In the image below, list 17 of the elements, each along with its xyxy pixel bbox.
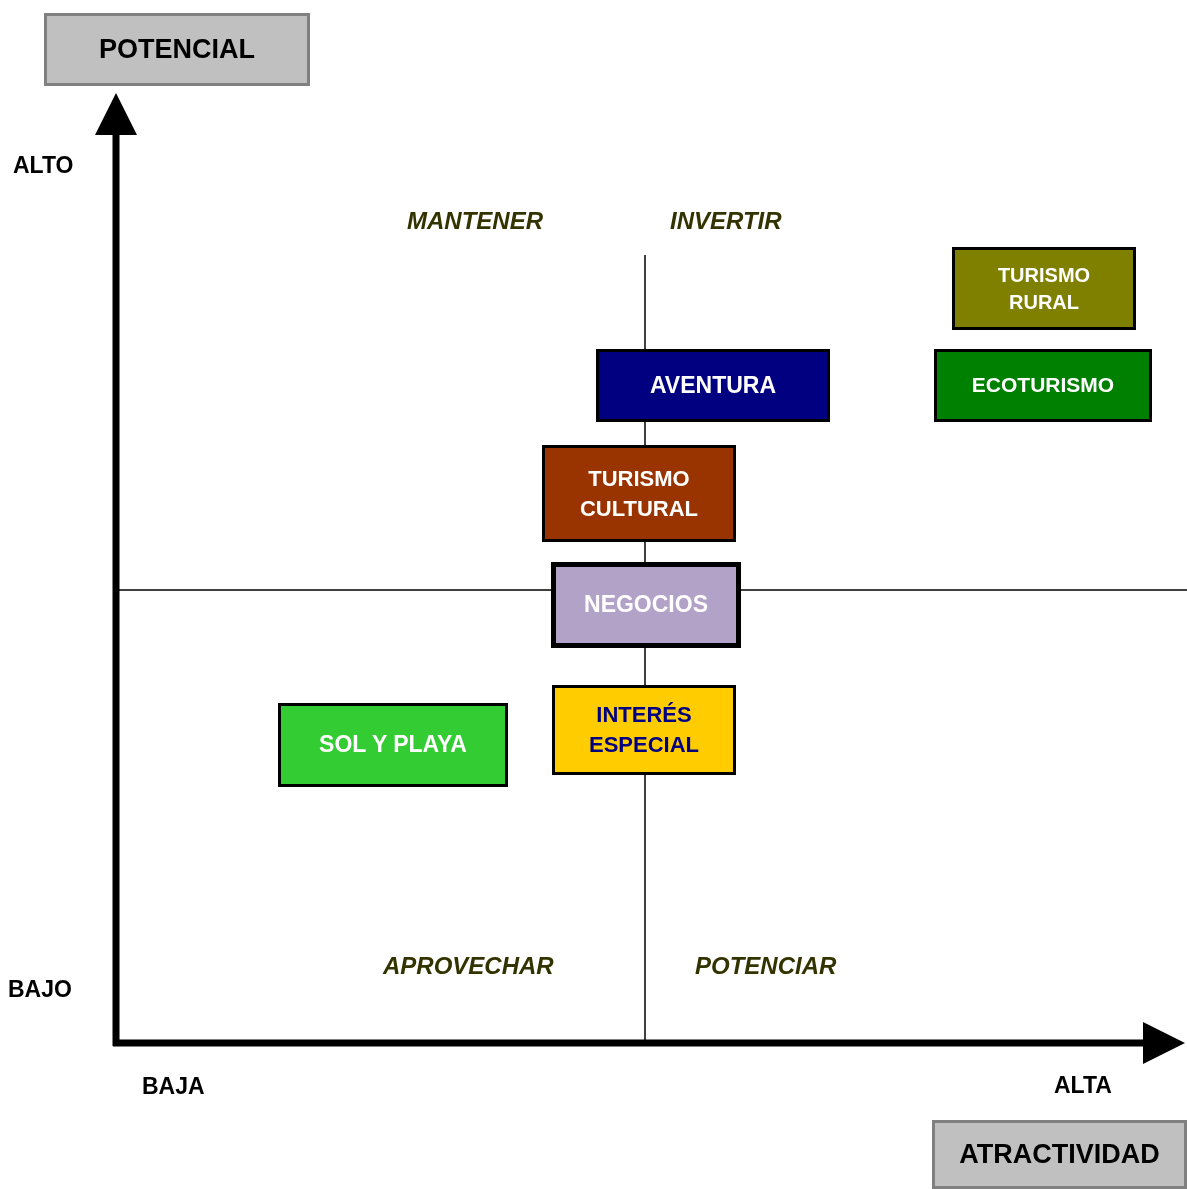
category-box: ECOTURISMO [934,349,1152,422]
axis-level-label: BAJO [8,976,72,1003]
axis-title-box: ATRACTIVIDAD [932,1120,1187,1189]
category-box: TURISMO RURAL [952,247,1136,330]
axis-level-label: ALTO [13,152,74,179]
axis-title-box: POTENCIAL [44,13,310,86]
quadrant-label: APROVECHAR [383,952,554,980]
quadrant-label: POTENCIAR [695,952,837,980]
category-box: AVENTURA [596,349,830,422]
quadrant-label: INVERTIR [670,207,782,235]
axis-level-label: ALTA [1054,1072,1112,1099]
axis-level-label: BAJA [142,1073,205,1100]
category-box: INTERÉS ESPECIAL [552,685,736,775]
category-box: SOL Y PLAYA [278,703,508,787]
quadrant-label: MANTENER [407,207,543,235]
category-box: TURISMO CULTURAL [542,445,736,542]
category-box: NEGOCIOS [551,562,741,648]
